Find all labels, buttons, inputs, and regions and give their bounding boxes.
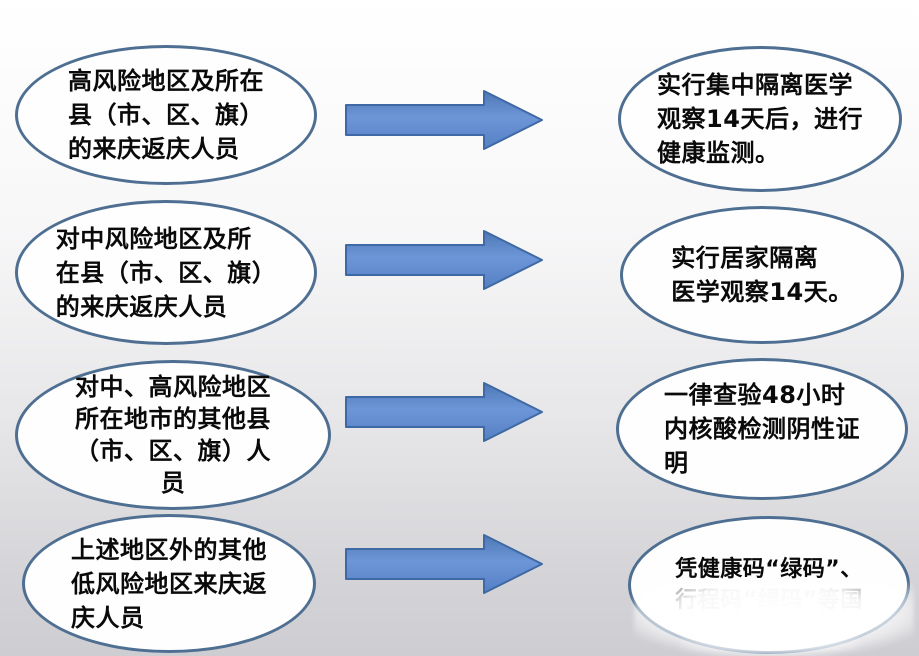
outcome-text-1: 实行集中隔离医学 观察14天后，进行 健康监测。 (657, 71, 863, 167)
white-fade-overlay-lower (680, 620, 860, 656)
outcome-text-3: 一律查验48小时 内核酸检测阴性证 明 (664, 381, 860, 477)
source-text-3: 对中、高风险地区 所在地市的其他县 （市、区、旗）人 员 (75, 373, 271, 497)
source-text-4: 上述地区外的其他 低风险地区来庆返 庆人员 (71, 535, 267, 632)
outcome-ellipse-3: 一律查验48小时 内核酸检测阴性证 明 (616, 358, 908, 500)
source-ellipse-3: 对中、高风险地区 所在地市的其他县 （市、区、旗）人 员 (15, 360, 331, 510)
outcome-text-2: 实行居家隔离 医学观察14天。 (671, 244, 853, 306)
source-ellipse-4: 上述地区外的其他 低风险地区来庆返 庆人员 (22, 514, 316, 653)
right-arrow-icon-2 (345, 230, 543, 290)
right-arrow-icon-3 (345, 382, 543, 442)
source-text-2: 对中风险地区及所 在县（市、区、旗） 的来庆返庆人员 (55, 224, 277, 321)
source-text-1: 高风险地区及所在 县（市、区、旗） 的来庆返庆人员 (68, 67, 264, 163)
source-ellipse-1: 高风险地区及所在 县（市、区、旗） 的来庆返庆人员 (15, 45, 317, 185)
right-arrow-icon-1 (345, 90, 543, 150)
right-arrow-icon-4 (345, 534, 543, 594)
source-ellipse-2: 对中风险地区及所 在县（市、区、旗） 的来庆返庆人员 (15, 200, 317, 345)
outcome-ellipse-1: 实行集中隔离医学 观察14天后，进行 健康监测。 (618, 46, 902, 192)
outcome-ellipse-2: 实行居家隔离 医学观察14天。 (620, 206, 904, 344)
